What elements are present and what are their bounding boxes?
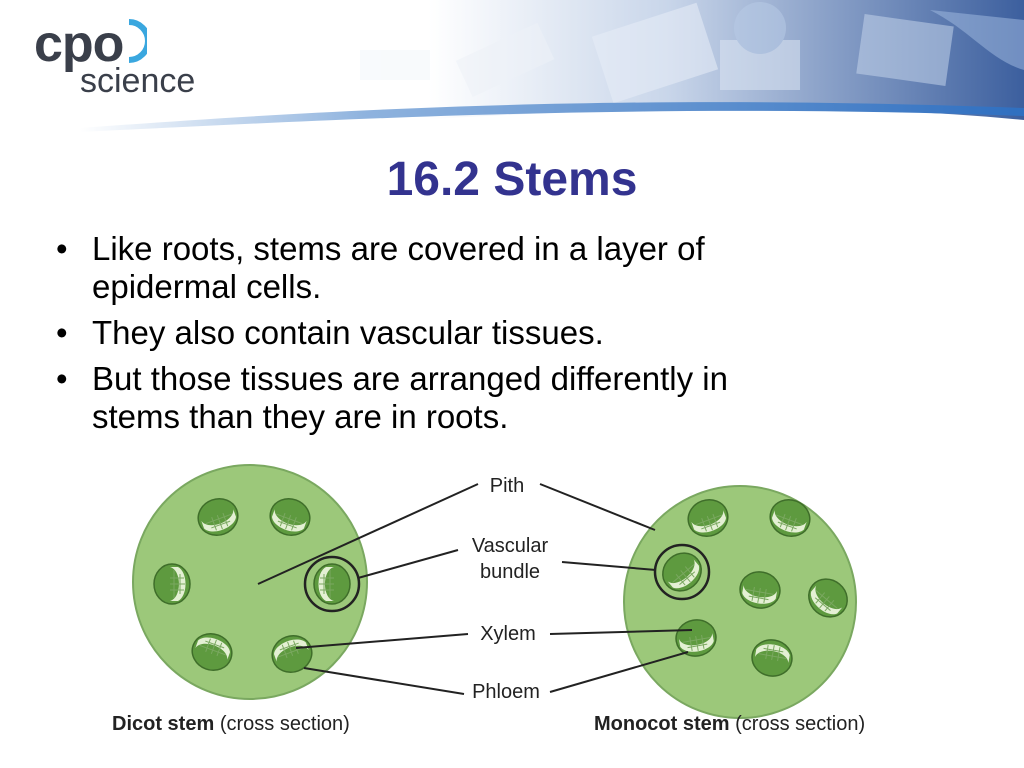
bullet-item: • But those tissues are arranged differe…: [52, 360, 952, 436]
bullet-dot-icon: •: [56, 230, 68, 267]
bullet-line: epidermal cells.: [92, 268, 322, 305]
label-xylem: Xylem: [480, 623, 536, 645]
bullet-item: • Like roots, stems are covered in a lay…: [52, 230, 952, 306]
dicot-caption-rest: (cross section): [220, 713, 350, 735]
label-phloem: Phloem: [472, 681, 540, 703]
stem-cross-section-figure: Pith Vascular bundle Xylem Phloem Dicot …: [112, 464, 865, 735]
monocot-caption-bold: Monocot stem: [594, 713, 730, 735]
label-pith: Pith: [490, 475, 524, 497]
lab-equipment-collage: [360, 2, 1024, 104]
monocot-highlight-circle: [653, 543, 711, 601]
bullet-line: But those tissues are arranged different…: [92, 360, 728, 397]
bullet-dot-icon: •: [56, 314, 68, 351]
monocot-stem-diagram: [623, 485, 857, 719]
bullet-list: • Like roots, stems are covered in a lay…: [52, 230, 952, 444]
logo-cpo-text: cpo: [34, 15, 124, 73]
bullet-line: stems than they are in roots.: [92, 398, 509, 435]
monocot-caption: Monocot stem (cross section): [594, 713, 865, 735]
label-vascular-line2: bundle: [480, 561, 540, 583]
logo-arc-icon: [129, 19, 148, 63]
slide-title: 16.2 Stems: [386, 153, 638, 206]
bullet-item: • They also contain vascular tissues.: [52, 314, 952, 352]
dicot-vascular-bundle: [313, 563, 351, 605]
header-banner: [80, 0, 1024, 132]
bullet-dot-icon: •: [56, 360, 68, 397]
logo-science-text: science: [80, 62, 196, 100]
dicot-vascular-bundle: [153, 563, 191, 605]
cpo-science-logo: cpo science: [34, 18, 195, 98]
label-vascular-line1: Vascular: [472, 535, 549, 557]
monocot-caption-rest: (cross section): [735, 713, 865, 735]
dicot-stem-diagram: [132, 464, 368, 700]
leader-lines: [257, 483, 693, 695]
bullet-line: They also contain vascular tissues.: [92, 314, 604, 351]
bullet-line: Like roots, stems are covered in a layer…: [92, 230, 705, 267]
dicot-caption-bold: Dicot stem: [112, 713, 214, 735]
dicot-highlight-circle: [303, 555, 361, 613]
dicot-caption: Dicot stem (cross section): [112, 713, 350, 735]
